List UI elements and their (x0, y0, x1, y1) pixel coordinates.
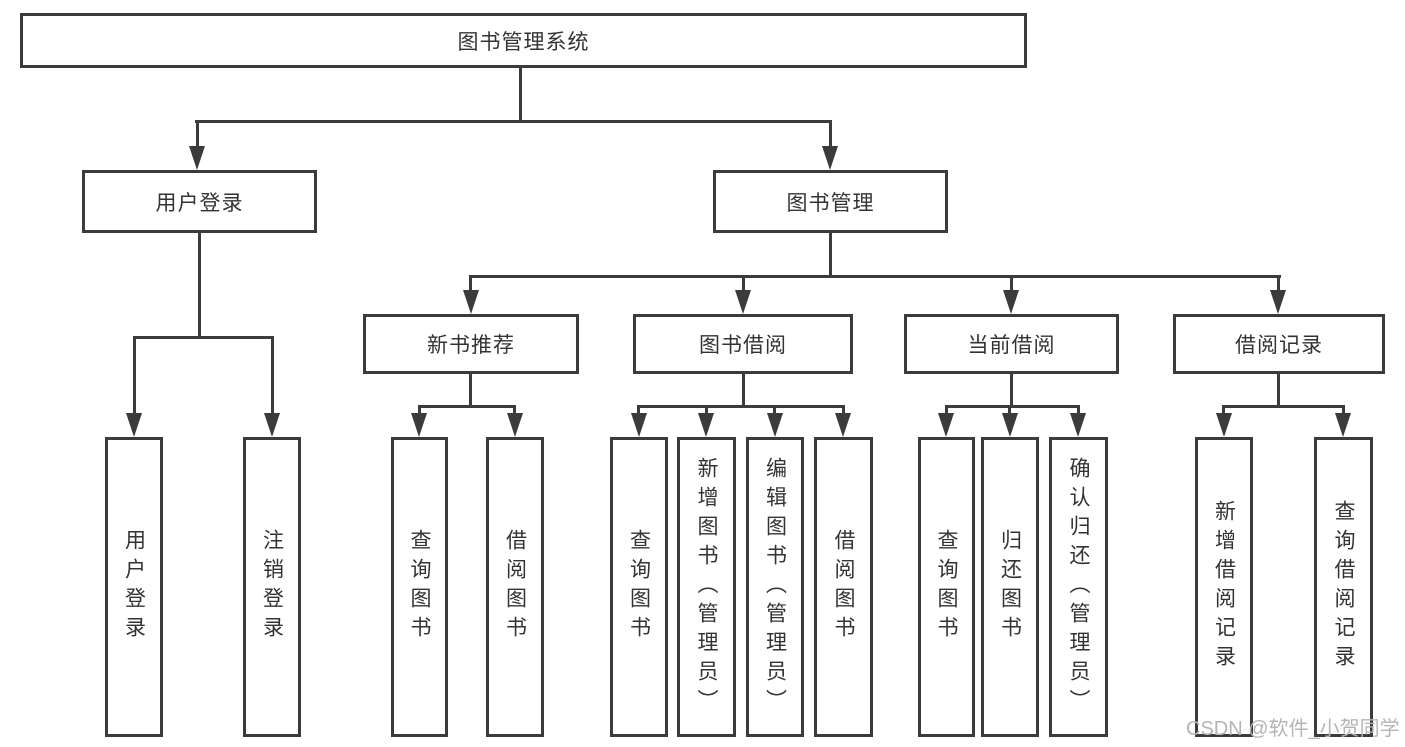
connector-to-current-borrow (1010, 275, 1013, 293)
node-user-login: 用户登录 (82, 170, 317, 233)
connector-book-borrow-stem (742, 374, 745, 407)
arrow-down-icon (1335, 413, 1351, 437)
leaf-newbooks-query: 查询图书 (391, 437, 448, 737)
leaf-current-return-label: 归还图书 (998, 529, 1022, 645)
leaf-user-login-label: 用户登录 (122, 529, 146, 645)
arrow-down-icon (264, 413, 280, 437)
connector-borrow-records-stem (1277, 374, 1280, 407)
arrow-down-icon (189, 146, 205, 170)
node-borrow-records-label: 借阅记录 (1235, 334, 1323, 357)
node-current-borrow: 当前借阅 (904, 314, 1119, 374)
connector-new-books-stem (469, 374, 472, 407)
node-root: 图书管理系统 (20, 13, 1027, 68)
node-book-borrow-label: 图书借阅 (699, 334, 787, 357)
arrow-down-icon (411, 413, 427, 437)
connector-to-leaf (637, 405, 640, 416)
connector-current-borrow-stem (1010, 374, 1013, 407)
leaf-borrow-add-label: 新增图书（管理员） (695, 456, 718, 718)
connector-book-mgmt-stem (829, 233, 832, 278)
connector-to-leaf (945, 405, 948, 416)
connector-to-leaf (705, 405, 708, 416)
node-book-borrow: 图书借阅 (633, 314, 853, 374)
arrow-down-icon (822, 146, 838, 170)
arrow-down-icon (1070, 413, 1086, 437)
leaf-newbooks-borrow-label: 借阅图书 (503, 529, 527, 645)
leaf-records-add-label: 新增借阅记录 (1212, 500, 1236, 674)
connector-to-leaf (1342, 405, 1345, 416)
leaf-records-query-label: 查询借阅记录 (1332, 500, 1355, 674)
connector-user-login-stem (198, 233, 201, 339)
leaf-records-add: 新增借阅记录 (1195, 437, 1253, 737)
node-root-label: 图书管理系统 (457, 30, 590, 54)
connector-to-leaf (133, 336, 136, 416)
leaf-borrow-add: 新增图书（管理员） (677, 437, 736, 737)
connector-to-leaf (773, 405, 776, 416)
connector-to-new-books (469, 275, 472, 293)
leaf-current-return: 归还图书 (981, 437, 1039, 737)
connector-to-leaf (271, 336, 274, 416)
node-new-books: 新书推荐 (363, 314, 579, 374)
leaf-records-query: 查询借阅记录 (1314, 437, 1373, 737)
connector-to-user-login (196, 120, 199, 148)
leaf-newbooks-query-label: 查询图书 (408, 529, 431, 645)
node-book-mgmt-label: 图书管理 (786, 191, 875, 215)
leaf-current-confirm-label: 确认归还（管理员） (1067, 456, 1090, 718)
connector-book-borrow-split (637, 405, 844, 408)
connector-to-leaf (1008, 405, 1011, 416)
arrow-down-icon (1270, 290, 1286, 314)
node-new-books-label: 新书推荐 (427, 334, 515, 357)
connector-to-borrow-records (1277, 275, 1280, 293)
arrow-down-icon (1216, 413, 1232, 437)
leaf-borrow-borrow: 借阅图书 (814, 437, 873, 737)
arrow-down-icon (507, 413, 523, 437)
arrow-down-icon (1003, 290, 1019, 314)
connector-to-leaf (1077, 405, 1080, 416)
connector-new-books-split (418, 405, 516, 408)
connector-current-borrow-split (945, 405, 1079, 408)
arrow-down-icon (698, 413, 714, 437)
leaf-borrow-query-label: 查询图书 (627, 529, 651, 645)
arrow-down-icon (1002, 413, 1018, 437)
node-book-mgmt: 图书管理 (713, 170, 948, 233)
connector-user-login-split (133, 336, 274, 339)
node-user-login-label: 用户登录 (155, 191, 244, 215)
connector-to-book-mgmt (829, 120, 832, 148)
connector-book-mgmt-split (470, 275, 1281, 278)
leaf-current-query: 查询图书 (918, 437, 975, 737)
leaf-borrow-edit: 编辑图书（管理员） (746, 437, 804, 737)
arrow-down-icon (835, 413, 851, 437)
arrow-down-icon (767, 413, 783, 437)
leaf-current-confirm: 确认归还（管理员） (1049, 437, 1108, 737)
connector-to-leaf (418, 405, 421, 416)
node-borrow-records: 借阅记录 (1173, 314, 1385, 374)
leaf-logout-label: 注销登录 (260, 529, 284, 645)
leaf-user-login: 用户登录 (105, 437, 163, 737)
leaf-newbooks-borrow: 借阅图书 (486, 437, 544, 737)
leaf-borrow-edit-label: 编辑图书（管理员） (763, 456, 787, 718)
leaf-logout: 注销登录 (243, 437, 301, 737)
connector-to-leaf (513, 405, 516, 416)
node-current-borrow-label: 当前借阅 (967, 334, 1056, 357)
connector-to-leaf (1222, 405, 1225, 416)
connector-root-stem (519, 68, 522, 123)
arrow-down-icon (631, 413, 647, 437)
connector-to-leaf (842, 405, 845, 416)
arrow-down-icon (735, 290, 751, 314)
connector-root-split (195, 120, 832, 123)
leaf-current-query-label: 查询图书 (935, 529, 958, 645)
arrow-down-icon (126, 413, 142, 437)
leaf-borrow-query: 查询图书 (610, 437, 668, 737)
connector-borrow-records-split (1222, 405, 1344, 408)
leaf-borrow-borrow-label: 借阅图书 (832, 529, 855, 645)
connector-to-book-borrow (742, 275, 745, 293)
csdn-watermark: CSDN @软件_小贺同学 (1186, 718, 1400, 740)
arrow-down-icon (463, 290, 479, 314)
arrow-down-icon (938, 413, 954, 437)
